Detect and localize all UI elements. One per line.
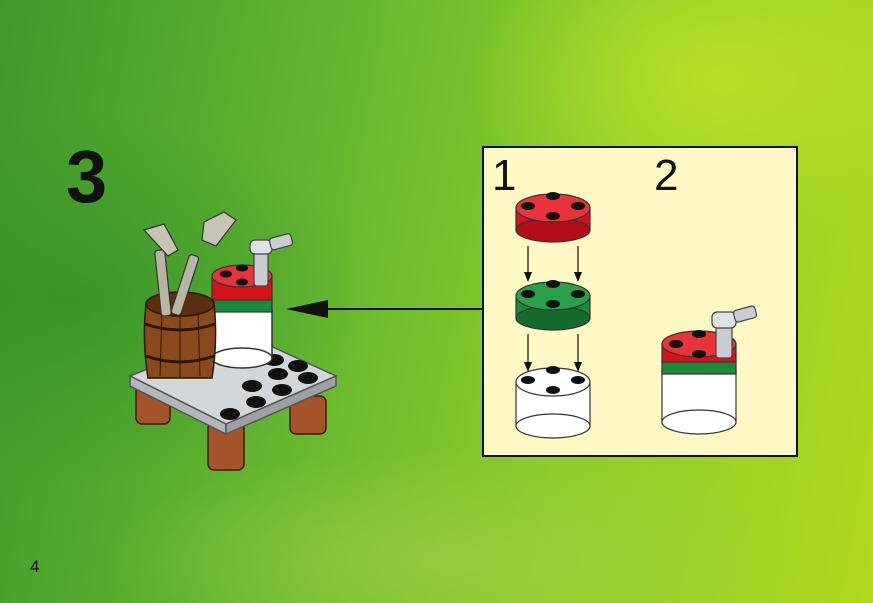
step-number: 3 <box>66 135 108 218</box>
green-round-brick-icon <box>515 280 591 331</box>
arrow-down-icon <box>524 246 532 282</box>
tool-icon <box>142 223 179 317</box>
arrow-down-icon <box>524 334 532 372</box>
sub-step-number: 1 <box>492 151 517 200</box>
arrow-down-icon <box>574 334 582 372</box>
page-number: 4 <box>30 557 40 576</box>
red-round-brick-icon <box>515 192 591 243</box>
market-stall-model-icon <box>128 211 338 471</box>
white-round-brick-icon <box>515 366 591 439</box>
arrow-down-icon <box>574 246 582 282</box>
round-brick-stack <box>211 264 273 369</box>
gray-plate <box>128 331 338 436</box>
sub-step-number: 2 <box>654 151 679 200</box>
arrow-left-icon <box>286 300 483 318</box>
sub-assembly-art <box>515 192 758 439</box>
tool-icon <box>170 211 237 316</box>
faucet-icon <box>711 305 758 359</box>
sub-assembly-panel: 1 2 <box>482 146 798 457</box>
faucet-icon <box>249 233 294 287</box>
